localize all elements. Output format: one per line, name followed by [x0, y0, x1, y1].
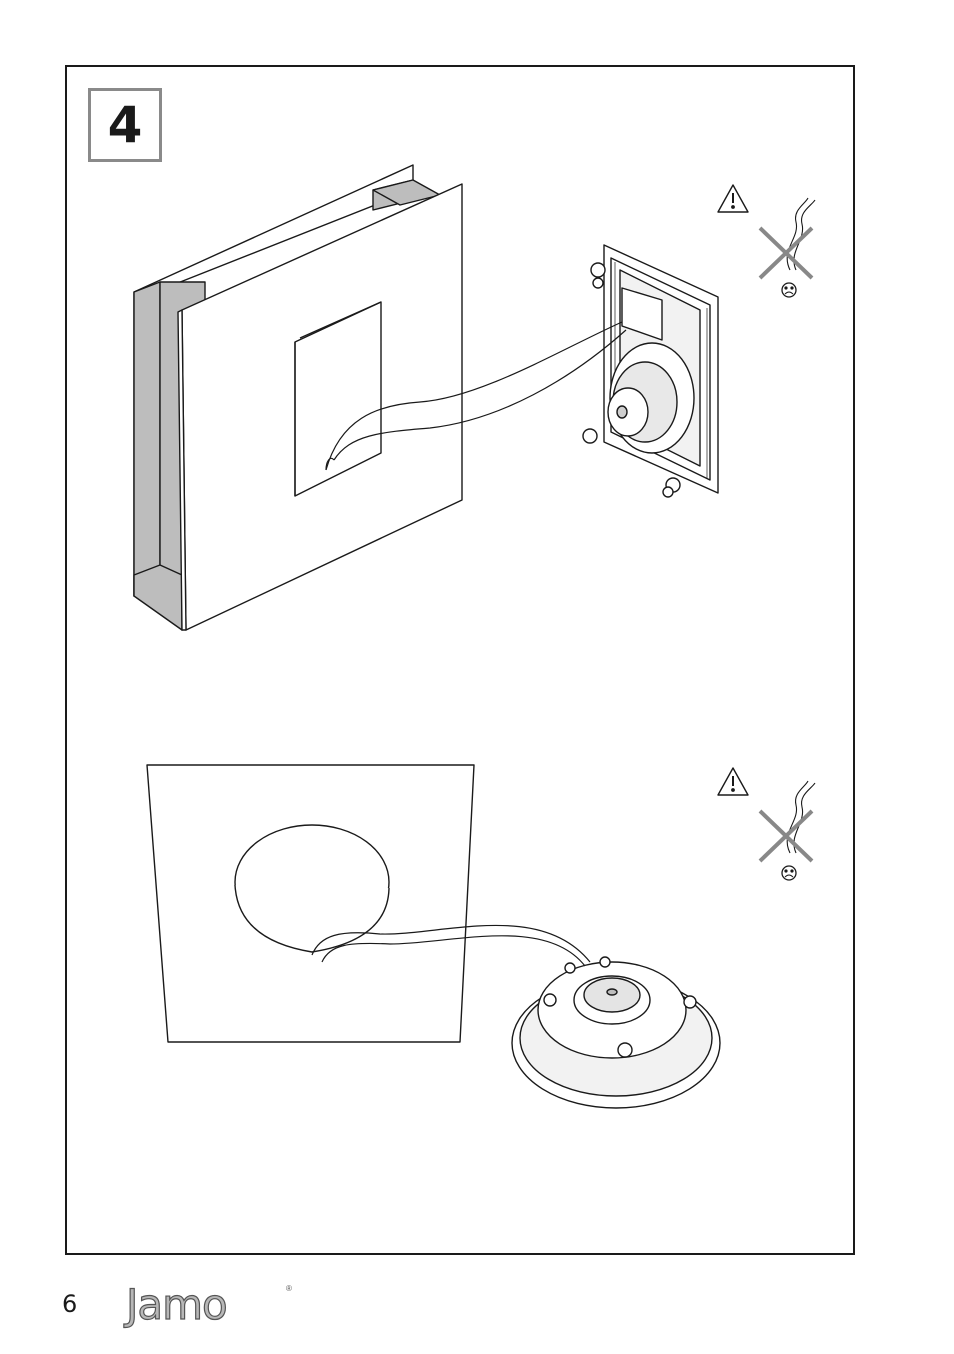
page-number: 6	[62, 1290, 77, 1318]
brand-logo: Jamo ®	[126, 1280, 296, 1330]
registered-mark: ®	[286, 1284, 292, 1293]
round-speaker-illustration	[512, 957, 720, 1108]
bottom-warning-group	[718, 768, 815, 880]
sad-face-icon	[782, 866, 796, 880]
sad-face-icon	[782, 283, 796, 297]
top-warning-group	[718, 185, 815, 297]
ceiling-panel-illustration	[147, 765, 474, 1042]
wall-section-illustration	[134, 165, 462, 630]
rectangular-speaker-illustration	[583, 245, 718, 497]
brand-logo-text: Jamo	[126, 1280, 227, 1329]
